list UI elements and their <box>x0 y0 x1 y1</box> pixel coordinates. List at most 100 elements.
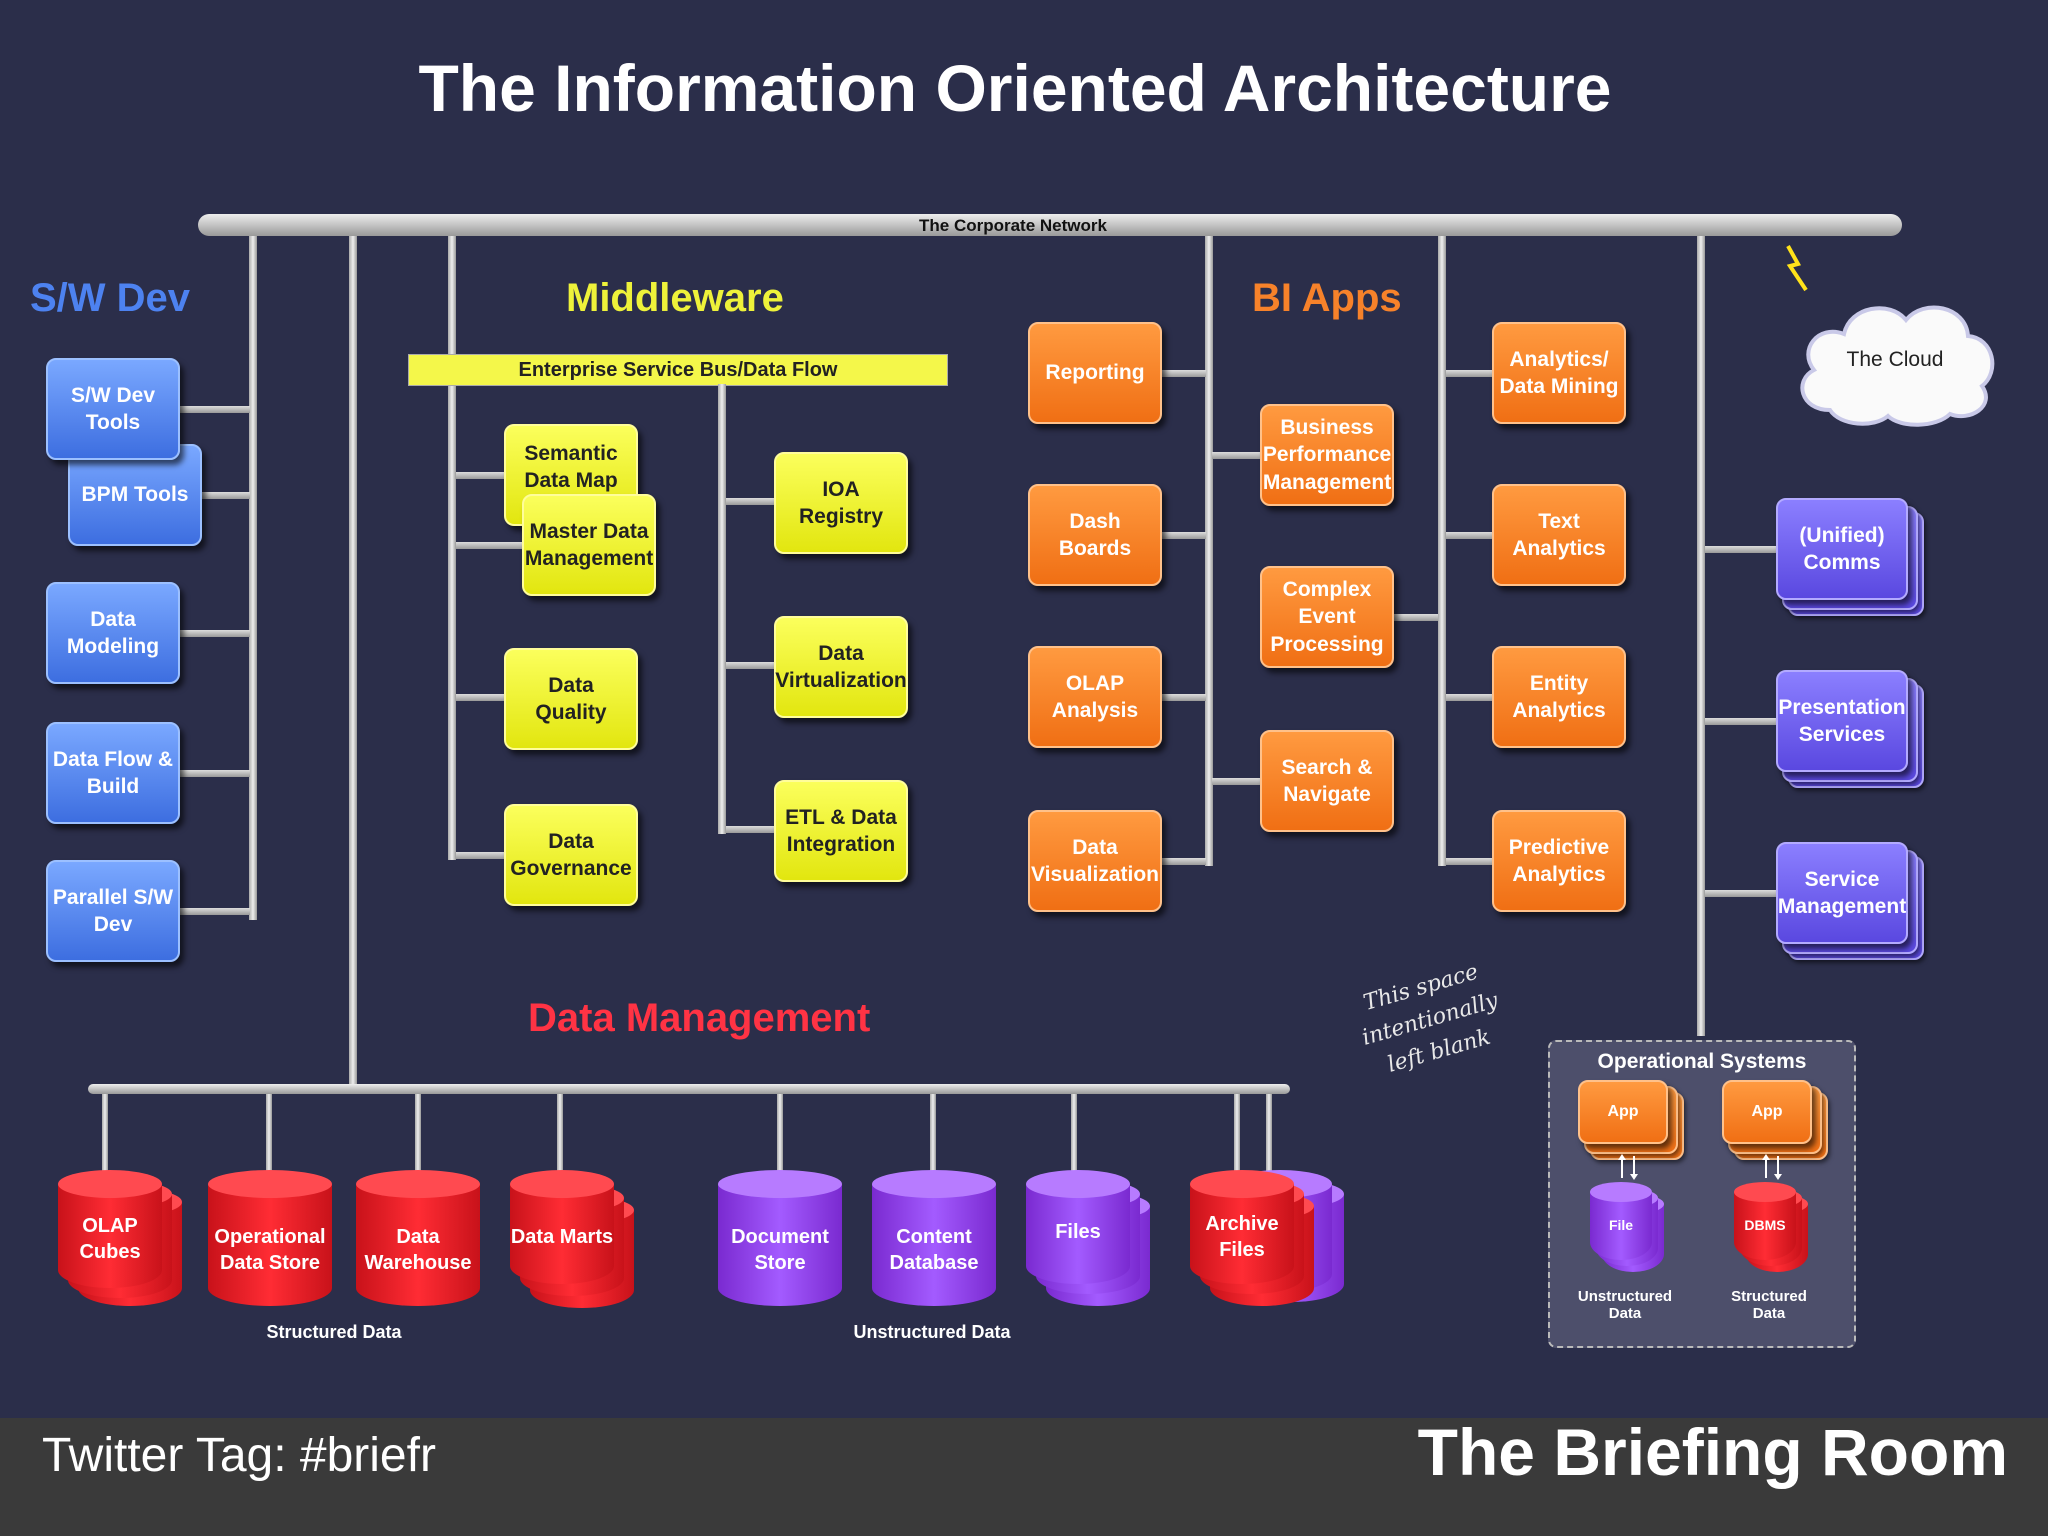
box-data-quality: Data Quality <box>504 648 638 750</box>
connector <box>726 826 776 833</box>
connector <box>1234 1094 1240 1180</box>
cylinder-label: Files <box>1055 1221 1101 1243</box>
cylinder-olap-cubes: OLAP Cubes <box>58 1170 162 1288</box>
connector <box>1212 778 1260 785</box>
connector <box>178 770 250 777</box>
cylinder-operational-data-store: Operational Data Store <box>208 1170 332 1306</box>
corporate-network-bar <box>198 214 1902 236</box>
connector <box>930 1094 936 1180</box>
connector <box>1446 370 1494 377</box>
cylinder-label: OLAP Cubes <box>79 1215 141 1263</box>
connector <box>349 236 357 1086</box>
connector <box>102 1094 108 1180</box>
cylinder-label: Data Marts <box>510 1226 614 1248</box>
caption-unstructured: Unstructured Data <box>1577 1288 1673 1322</box>
connector <box>1446 532 1494 539</box>
connector <box>1205 236 1213 866</box>
cloud-icon <box>1800 305 1995 427</box>
section-data-management: Data Management <box>528 996 871 1040</box>
box-data-modeling: Data Modeling <box>46 582 180 684</box>
blank-space-note: This space intentionally left blank <box>1359 959 1501 1078</box>
box-master-data-management: Master Data Management <box>522 494 656 596</box>
section-sw-dev: S/W Dev <box>30 276 191 320</box>
box-olap-analysis: OLAP Analysis <box>1028 646 1162 748</box>
connector <box>1266 1094 1272 1180</box>
connector <box>726 662 776 669</box>
connector <box>726 498 776 505</box>
connector <box>1071 1094 1077 1180</box>
cylinder-document-store: Document Store <box>718 1170 842 1306</box>
lightning-icon <box>1786 245 1808 292</box>
caption-unstructured-data: Unstructured Data <box>853 1322 1011 1342</box>
connector <box>249 236 257 920</box>
box-complex-event-processing: Complex Event Processing <box>1260 566 1394 668</box>
bidirectional-arrow-icon <box>1618 1154 1638 1180</box>
box-dash-boards: Dash Boards <box>1028 484 1162 586</box>
connector <box>557 1094 563 1180</box>
connector <box>456 542 522 549</box>
twitter-tag: Twitter Tag: #briefr <box>42 1429 436 1482</box>
connector <box>718 384 726 834</box>
operational-systems-panel: Operational Systems App App File DBMS Un… <box>1548 1040 1856 1348</box>
connector <box>178 908 250 915</box>
cylinder-label: Content Database <box>889 1226 979 1274</box>
cylinder-files: Files <box>1026 1170 1130 1284</box>
connector <box>1212 452 1260 459</box>
cylinder-label: Operational Data Store <box>214 1226 326 1274</box>
slide-background: The Information Oriented Architecture Th… <box>0 0 2048 1418</box>
operational-systems-title: Operational Systems <box>1597 1050 1807 1073</box>
box-presentation-services: Presentation Services <box>1776 670 1908 772</box>
data-management-bar <box>88 1084 1290 1094</box>
connector <box>1438 236 1446 866</box>
cylinder-data-warehouse: Data Warehouse <box>356 1170 480 1306</box>
box-text-analytics: Text Analytics <box>1492 484 1626 586</box>
connector <box>456 852 506 859</box>
connector <box>1705 718 1777 725</box>
connector <box>1160 370 1206 377</box>
section-middleware: Middleware <box>566 276 784 320</box>
connector <box>448 236 456 860</box>
cylinder-archive-files: Archive Files <box>1190 1170 1294 1284</box>
box-data-visualization: Data Visualization <box>1028 810 1162 912</box>
connector <box>1160 532 1206 539</box>
box-app: App <box>1722 1080 1812 1144</box>
connector <box>1697 236 1705 1036</box>
box-bpm-tools: BPM Tools <box>68 444 202 546</box>
connector <box>200 492 250 499</box>
box-app: App <box>1578 1080 1668 1144</box>
connector <box>456 472 506 479</box>
box-service-management: Service Management <box>1776 842 1908 944</box>
connector <box>456 694 506 701</box>
cylinder-data-marts: Data Marts <box>510 1170 614 1284</box>
connector <box>415 1094 421 1180</box>
brand-logo-text: The Briefing Room <box>1417 1415 2008 1489</box>
connector <box>1160 694 1206 701</box>
cylinder-label: File <box>1608 1216 1634 1233</box>
box-business-performance-management: Business Performance Management <box>1260 404 1394 506</box>
connector <box>1705 546 1777 553</box>
box-ioa-registry: IOA Registry <box>774 452 908 554</box>
connector <box>1390 614 1438 621</box>
box-analytics-data-mining: Analytics/ Data Mining <box>1492 322 1626 424</box>
box-data-flow-build: Data Flow & Build <box>46 722 180 824</box>
connector <box>777 1094 783 1180</box>
cylinder-file: File <box>1590 1182 1652 1260</box>
box-search-navigate: Search & Navigate <box>1260 730 1394 832</box>
connector <box>266 1094 272 1180</box>
connector <box>1446 858 1494 865</box>
box-entity-analytics: Entity Analytics <box>1492 646 1626 748</box>
cylinder-label: Data Warehouse <box>364 1226 472 1274</box>
connector <box>1446 694 1494 701</box>
box-sw-dev-tools: S/W Dev Tools <box>46 358 180 460</box>
esb-bar: Enterprise Service Bus/Data Flow <box>408 354 948 386</box>
bidirectional-arrow-icon <box>1762 1154 1782 1180</box>
corporate-network-label: The Corporate Network <box>919 216 1107 235</box>
box-predictive-analytics: Predictive Analytics <box>1492 810 1626 912</box>
connector <box>178 630 250 637</box>
cylinder-dbms: DBMS <box>1734 1182 1796 1260</box>
connector <box>1160 858 1206 865</box>
cylinder-content-database: Content Database <box>872 1170 996 1306</box>
connector <box>1705 890 1777 897</box>
cylinder-label: Document Store <box>731 1226 829 1274</box>
box-reporting: Reporting <box>1028 322 1162 424</box>
